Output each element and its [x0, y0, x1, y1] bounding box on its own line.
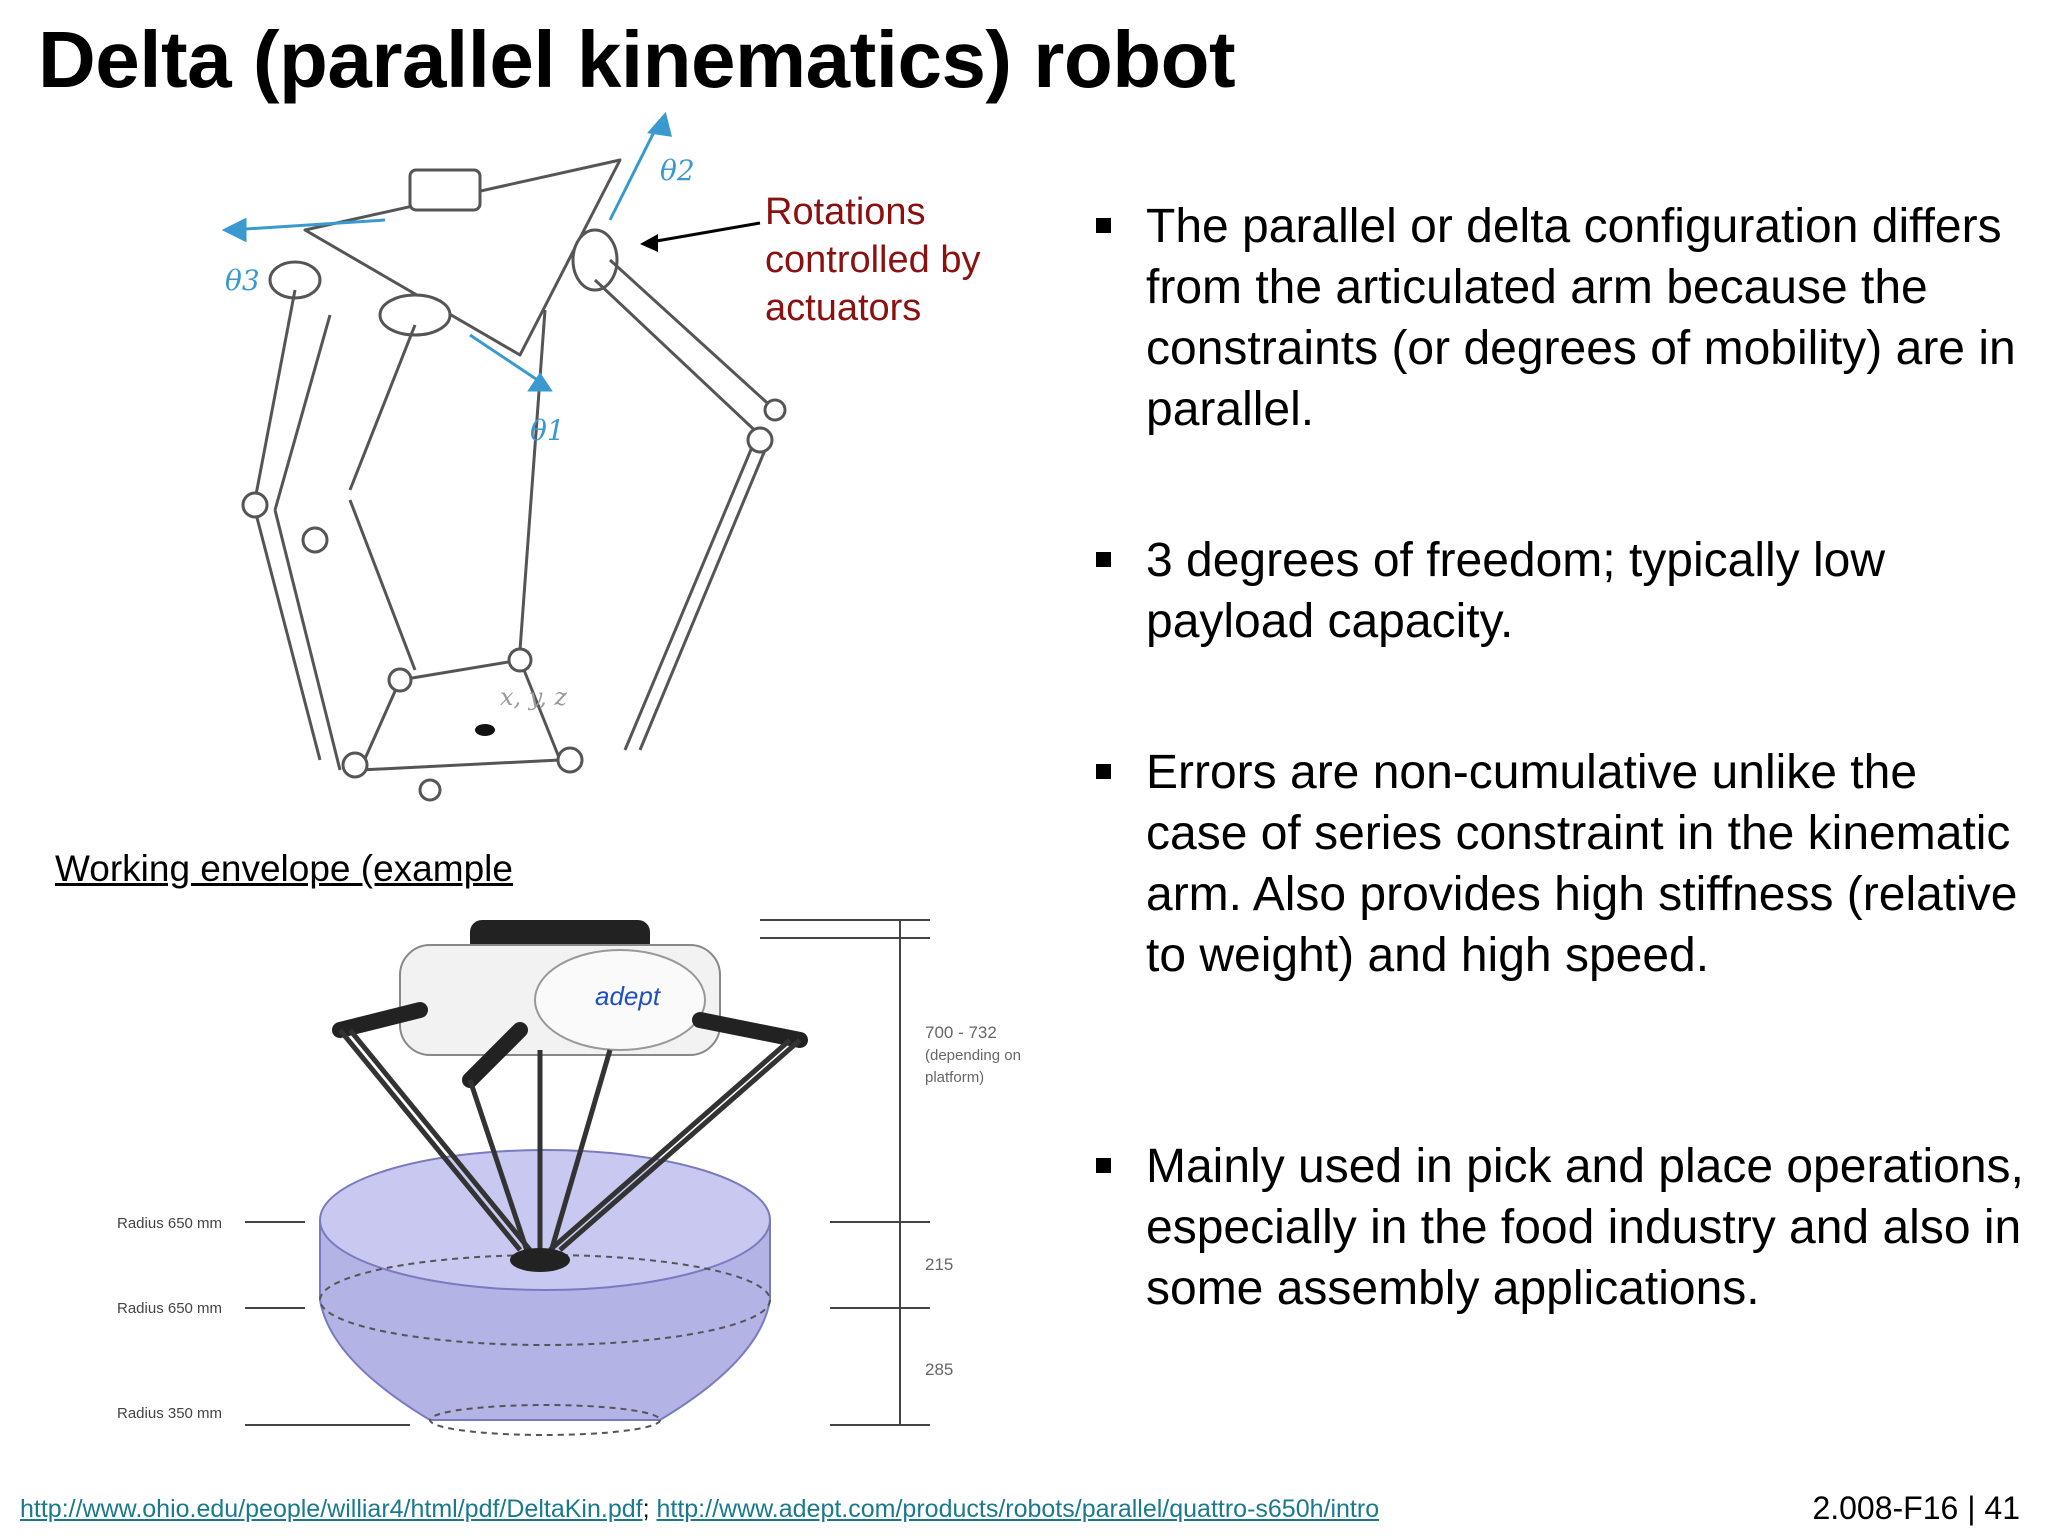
theta2-label: θ2	[660, 154, 695, 187]
annotation-line: actuators	[765, 287, 922, 329]
working-envelope-caption: Working envelope (example	[55, 848, 513, 889]
dim-top-line3: platform)	[925, 1069, 984, 1086]
bullet-marker	[1096, 552, 1111, 567]
bullet-text: Mainly used in pick and place operations…	[1146, 1140, 2024, 1315]
bullet-marker	[1096, 218, 1111, 233]
adept-logo: adept	[595, 981, 662, 1011]
xyz-label: x, y, z	[500, 683, 567, 711]
radius-middle: Radius 650 mm	[117, 1300, 222, 1317]
bullet-marker	[1096, 764, 1111, 779]
delta-robot-diagram: θ3 θ2 θ1 x, y, z	[221, 111, 787, 802]
theta3-label: θ3	[225, 264, 260, 297]
slide-title: Delta (parallel kinematics) robot	[38, 15, 1236, 104]
link-separator: ;	[642, 1495, 650, 1523]
working-envelope-diagram: adept 700 - 732 (depending on platform) …	[117, 919, 1021, 1436]
theta1-label: θ1	[530, 414, 565, 447]
dim-middle: 215	[925, 1255, 953, 1274]
bullet-text: Errors are non-cumulative unlike the cas…	[1146, 746, 2018, 982]
bullet-marker	[1096, 1158, 1111, 1173]
radius-bottom: Radius 350 mm	[117, 1405, 222, 1422]
annotation-line: controlled by	[765, 239, 981, 281]
adept-source-link[interactable]: http://www.adept.com/products/robots/par…	[656, 1495, 1380, 1523]
radius-top: Radius 650 mm	[117, 1215, 222, 1232]
actuator-annotation: Rotations controlled by actuators	[765, 188, 980, 332]
ohio-source-link[interactable]: http://www.ohio.edu/people/williar4/html…	[20, 1495, 643, 1523]
bullet-text: The parallel or delta configuration diff…	[1146, 200, 2016, 436]
dim-top-line1: 700 - 732	[925, 1023, 997, 1042]
bullet-text: 3 degrees of freedom; typically low payl…	[1146, 534, 1886, 648]
annotation-line: Rotations	[765, 191, 926, 233]
dim-top-line2: (depending on	[925, 1047, 1021, 1064]
page-number: 2.008-F16 | 41	[1812, 1490, 2020, 1526]
dim-bottom: 285	[925, 1360, 953, 1379]
source-links: http://www.ohio.edu/people/williar4/html…	[20, 1495, 1379, 1524]
